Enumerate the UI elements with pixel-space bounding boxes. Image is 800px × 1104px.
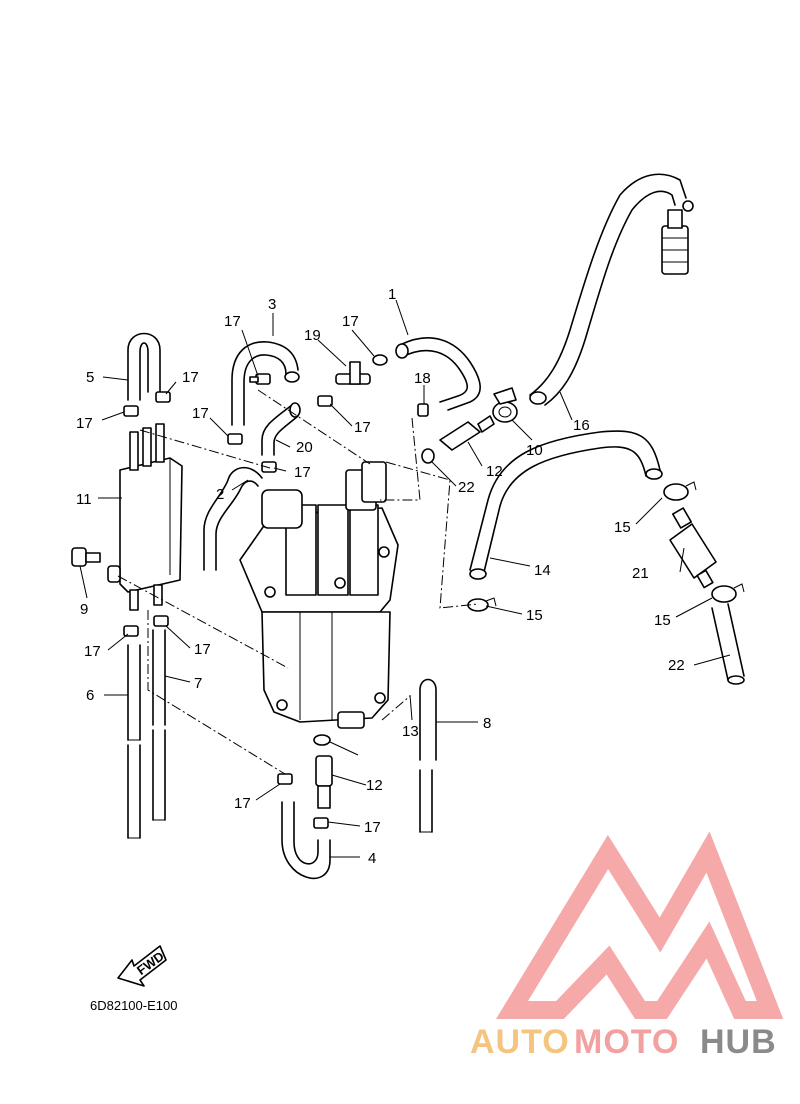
o-ring-22-lower <box>313 734 331 746</box>
filter-20 <box>669 507 717 589</box>
hose-7 <box>152 629 166 821</box>
vapor-separator <box>239 461 399 729</box>
callout-17b: 17 <box>342 313 359 330</box>
joint-12-upper <box>439 415 495 451</box>
callout-22a: 22 <box>458 479 475 496</box>
callout-16: 16 <box>573 417 590 434</box>
callout-9: 9 <box>80 601 88 618</box>
callout-14: 14 <box>534 562 551 579</box>
callout-11: 11 <box>76 491 92 508</box>
callout-4: 4 <box>368 850 376 867</box>
callout-17d: 17 <box>76 415 93 432</box>
watermark-part-2: MOTO <box>574 1023 679 1061</box>
watermark-text: AUTO MOTO HUB <box>470 1023 777 1061</box>
watermark-logo <box>496 831 784 1019</box>
hose-4 <box>281 801 331 880</box>
callout-15b: 15 <box>526 607 543 624</box>
fwd-arrow-icon: FWD <box>117 945 167 987</box>
callout-2: 2 <box>216 486 224 503</box>
callout-17e: 17 <box>192 405 209 422</box>
callout-13: 13 <box>402 723 419 740</box>
joint-18 <box>335 361 371 385</box>
watermark-part-3: HUB <box>700 1023 777 1061</box>
hose-6 <box>127 644 141 839</box>
callout-17f: 17 <box>294 464 311 481</box>
callout-17k: 17 <box>354 419 371 436</box>
callout-19: 20 <box>296 439 313 456</box>
o-ring-22-upper <box>421 448 435 464</box>
callout-17i: 17 <box>234 795 251 812</box>
clamp-15-middle <box>467 597 497 612</box>
bolt-9 <box>71 547 121 583</box>
hose-14 <box>469 430 663 580</box>
filter-11 <box>119 423 183 611</box>
callout-10: 10 <box>526 442 543 459</box>
callout-17g: 17 <box>84 643 101 660</box>
hose-3 <box>231 341 300 426</box>
callout-3: 3 <box>268 296 276 313</box>
clamp-15-upper <box>663 481 697 501</box>
leader-lines <box>79 299 731 858</box>
watermark-part-1: AUTO <box>470 1023 570 1061</box>
callout-1: 1 <box>388 286 396 303</box>
callout-17h: 17 <box>194 641 211 658</box>
hose-19 <box>261 402 301 456</box>
callout-5: 5 <box>86 369 94 386</box>
callout-17-top: 18 <box>414 370 431 387</box>
callout-12a: 12 <box>486 463 503 480</box>
callout-6: 6 <box>86 687 94 704</box>
callout-20: 21 <box>632 565 649 582</box>
hose-5 <box>127 332 161 401</box>
hose-1 <box>395 337 481 411</box>
callout-15c: 15 <box>654 612 671 629</box>
callout-15a: 15 <box>614 519 631 536</box>
callout-21: 22 <box>668 657 685 674</box>
clips-17 <box>123 354 429 829</box>
callout-17j: 17 <box>364 819 381 836</box>
drawing-code: 6D82100-E100 <box>90 998 177 1013</box>
clip-10 <box>492 387 518 423</box>
callout-18: 19 <box>304 327 321 344</box>
callout-12b: 12 <box>366 777 383 794</box>
joint-12-lower <box>315 755 333 809</box>
hose-2 <box>203 466 263 571</box>
clamp-15-lower <box>711 583 745 603</box>
callout-17a: 17 <box>224 313 241 330</box>
hose-21 <box>711 603 745 685</box>
callout-7: 7 <box>194 675 202 692</box>
fuel-hose-16 <box>529 173 694 406</box>
callout-17c: 17 <box>182 369 199 386</box>
hose-8 <box>419 678 437 833</box>
callout-labels: 1 2 3 4 5 6 7 8 9 10 11 12 12 13 14 15 1… <box>76 286 685 867</box>
callout-8: 8 <box>483 715 491 732</box>
